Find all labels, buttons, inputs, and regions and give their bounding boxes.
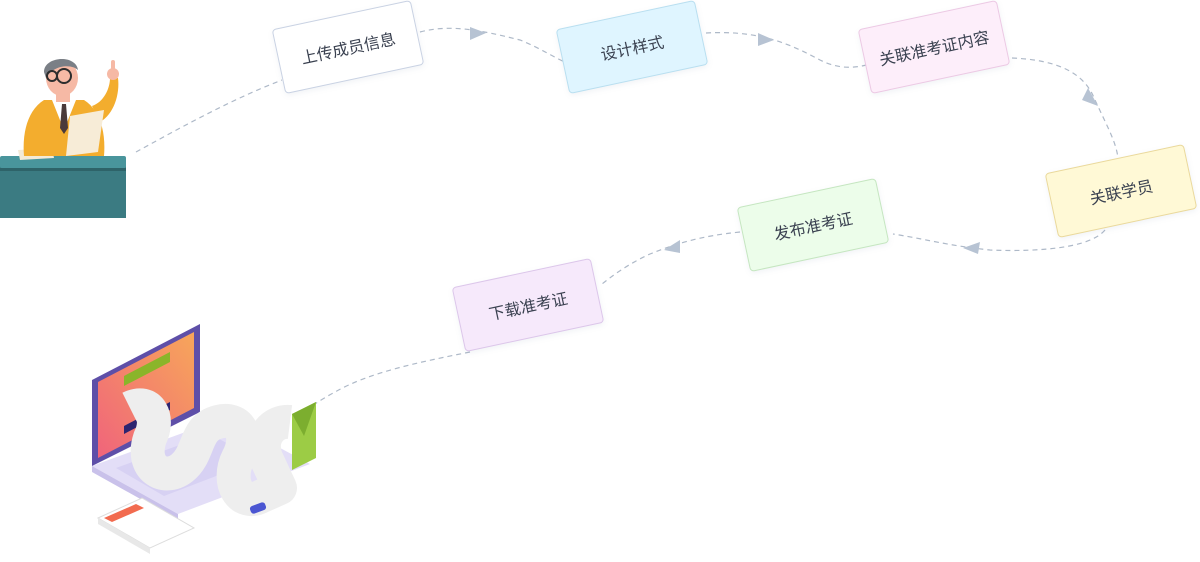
step-label: 关联学员 (1088, 176, 1155, 209)
arrow-into-step2 (470, 27, 486, 40)
step-label: 发布准考证 (772, 208, 855, 245)
step-label: 设计样式 (599, 32, 666, 65)
connector-step4-to-step5 (892, 229, 1106, 252)
arrow-into-step6 (664, 240, 680, 253)
connector-teacher-to-step1 (135, 79, 283, 153)
teacher-illustration (0, 58, 126, 218)
connector-step2-to-step3 (705, 31, 871, 68)
connector-step5-to-step6 (601, 231, 741, 285)
connector-step3-to-step4 (1011, 57, 1119, 159)
arrow-into-step4 (1082, 88, 1098, 106)
laptop-illustration (92, 324, 316, 554)
step-label: 关联准考证内容 (877, 27, 992, 70)
step-label: 下载准考证 (487, 288, 570, 325)
step-label: 上传成员信息 (299, 29, 398, 68)
arrow-into-step3 (758, 33, 774, 46)
arrow-into-step5 (963, 242, 980, 254)
connector-step1-to-step2 (419, 27, 566, 63)
